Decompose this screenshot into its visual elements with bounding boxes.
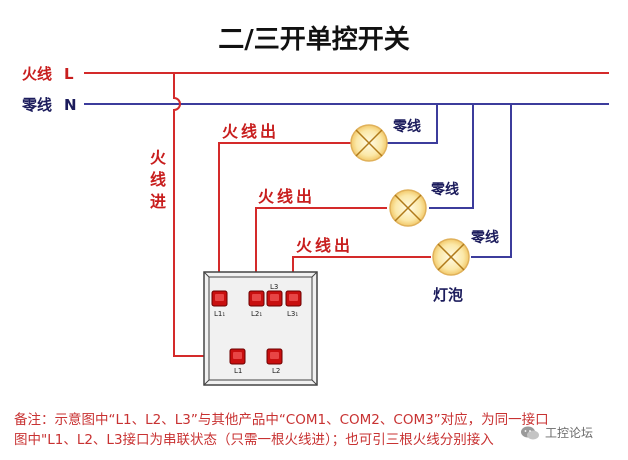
note-text: 备注：示意图中“L1、L2、L3”与其他产品中“COM1、COM2、COM3”对… xyxy=(14,410,614,450)
lamp-2 xyxy=(389,189,427,227)
live-out-wire-2 xyxy=(255,207,387,290)
diagram-title: 二/三开单控开关 xyxy=(218,25,410,55)
live-out-label-3: 火线出 xyxy=(296,236,353,255)
live-in-wire xyxy=(173,73,234,357)
live-out-wire-1 xyxy=(218,142,351,290)
live-line-label: 火线 xyxy=(22,65,52,83)
live-in-label-2: 线 xyxy=(150,170,166,189)
terminal-output-2 xyxy=(248,290,265,307)
note-line-1: 备注：示意图中“L1、L2、L3”与其他产品中“COM1、COM2、COM3”对… xyxy=(14,412,549,428)
terminal-input-label-1: L1 xyxy=(234,367,242,375)
terminal-output-1 xyxy=(211,290,228,307)
live-out-label-1: 火线出 xyxy=(222,122,279,141)
neutral-branch-label-2: 零线 xyxy=(430,181,459,198)
terminal-input-1 xyxy=(229,348,246,365)
neutral-branch-label-1: 零线 xyxy=(392,118,421,135)
switch-module xyxy=(203,271,318,386)
neutral-wire-1 xyxy=(387,104,438,144)
live-in-label-3: 进 xyxy=(150,192,166,211)
live-out-label-2: 火线出 xyxy=(258,187,315,206)
terminal-output-label-3: L3₁ xyxy=(287,310,298,318)
terminal-output-label-2: L2₁ xyxy=(251,310,262,318)
lamp-3 xyxy=(432,238,470,276)
wechat-icon xyxy=(521,426,539,439)
note-line-2: 图中"L1、L2、L3接口为串联状态（只需一根火线进）；也可引三根火线分别接入 xyxy=(14,432,494,448)
watermark-label: 工控论坛 xyxy=(545,426,594,440)
watermark: 工控论坛 xyxy=(520,424,593,441)
terminal-input-2 xyxy=(266,348,283,365)
neutral-wire-3 xyxy=(471,104,512,258)
live-in-label-1: 火 xyxy=(150,148,167,167)
neutral-wire-2 xyxy=(429,104,474,209)
neutral-line-letter: N xyxy=(64,96,77,114)
lamp-label: 灯泡 xyxy=(433,286,463,304)
neutral-line-label: 零线 xyxy=(21,96,52,114)
terminal-input-label-2: L2 xyxy=(272,367,280,375)
terminal-output-3 xyxy=(285,290,302,307)
terminal-output-label-1: L1₁ xyxy=(214,310,225,318)
terminal-top-l3 xyxy=(266,290,283,307)
live-line-letter: L xyxy=(64,65,74,83)
terminal-top-label: L3 xyxy=(270,283,278,291)
neutral-branch-label-3: 零线 xyxy=(470,229,499,246)
lamp-1 xyxy=(350,124,388,162)
